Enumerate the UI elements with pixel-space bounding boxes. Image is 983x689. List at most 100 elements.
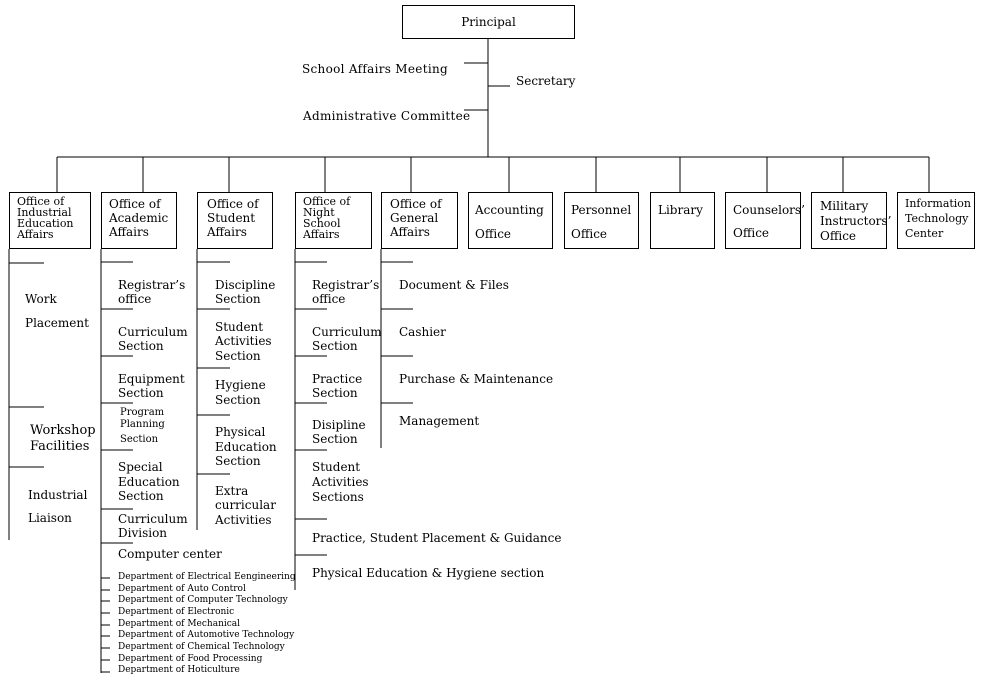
counselors-line1: Counselors’	[733, 203, 805, 217]
academic-curriculum-line1: Curriculum	[118, 325, 188, 339]
library: Library	[650, 192, 715, 249]
office-general-line1: Office of	[390, 197, 442, 211]
it-center-line2: Technology	[905, 212, 969, 225]
liaison-line1: Industrial	[28, 488, 88, 502]
accounting-line2: Office	[475, 227, 512, 241]
night-registrar-line1: Registrar’s	[312, 278, 380, 292]
office-night-line1: Office of	[303, 195, 351, 208]
military-line1: Military	[820, 199, 869, 213]
it-center-line1: Information	[905, 197, 972, 210]
academic-registrar-line1: Registrar’s	[118, 278, 186, 292]
night-discipline-line2: Section	[312, 432, 358, 444]
office-academic-affairs: Office of Academic Affairs	[101, 192, 177, 249]
academic-program-line2: Planning	[120, 419, 165, 430]
academic-computer-center: Computer center	[118, 547, 222, 561]
accounting-office: Accounting Office	[468, 192, 553, 249]
student-activities-line1: Student	[215, 320, 264, 334]
department-item: Department of Electronic	[118, 607, 235, 617]
academic-equipment-line1: Equipment	[118, 372, 185, 386]
office-night-line3: School	[303, 217, 341, 230]
principal-box: Principal	[402, 5, 575, 39]
office-industrial-line2: Industrial	[17, 206, 72, 219]
academic-curriculum-division-line2: Division	[118, 526, 168, 540]
administrative-committee: Administrative Committee	[303, 109, 471, 123]
accounting-line1: Accounting	[475, 203, 544, 217]
student-pe-line2: Education	[215, 440, 277, 454]
academic-equipment-line2: Section	[118, 386, 164, 400]
office-academic-line3: Affairs	[109, 225, 149, 239]
department-item: Department of Auto Control	[118, 584, 246, 594]
department-item: Department of Hoticulture	[118, 665, 240, 675]
department-item: Department of Computer Technology	[118, 595, 288, 605]
personnel-office: Personnel Office	[564, 192, 639, 249]
general-document-files: Document & Files	[399, 278, 509, 292]
principal-label: Principal	[461, 15, 516, 29]
academic-special-line2: Education	[118, 475, 180, 489]
night-activities-line2: Activities	[312, 475, 369, 489]
information-technology-center: Information Technology Center	[897, 192, 975, 249]
department-item: Department of Electrical Eengineering	[118, 572, 296, 582]
general-management: Management	[399, 414, 480, 428]
student-discipline-line2: Section	[215, 292, 261, 306]
night-activities-line3: Sections	[312, 490, 364, 504]
library-label: Library	[658, 203, 703, 217]
academic-special-line3: Section	[118, 489, 164, 503]
liaison-line2: Liaison	[28, 511, 72, 525]
department-item: Department of Mechanical	[118, 619, 241, 629]
school-affairs-meeting: School Affairs Meeting	[302, 62, 448, 76]
counselors-line2: Office	[733, 226, 770, 240]
office-night-school-affairs: Office of Night School Affairs	[295, 192, 372, 249]
office-industrial-education-affairs: Office of Industrial Education Affairs	[9, 192, 91, 249]
student-hygiene-line2: Section	[215, 393, 261, 407]
night-curriculum-line2: Section	[312, 339, 358, 353]
secretary: Secretary	[516, 74, 576, 88]
student-extra-line3: Activities	[215, 513, 272, 527]
office-industrial-line1: Office of	[17, 195, 65, 208]
personnel-line2: Office	[571, 227, 608, 241]
work-line1: Work	[25, 292, 57, 306]
night-placement: Practice, Student Placement & Guidance	[312, 531, 562, 545]
night-curriculum-line1: Curriculum	[312, 325, 382, 339]
student-activities-line3: Section	[215, 349, 261, 363]
department-item: Department of Automotive Technology	[118, 630, 295, 640]
night-practice-line1: Practice	[312, 372, 363, 386]
student-extra-line2: curricular	[215, 498, 276, 512]
office-night-line4: Affairs	[303, 228, 340, 241]
student-pe-line3: Section	[215, 454, 261, 468]
military-line2: Instructors’	[820, 214, 892, 228]
academic-curriculum-line2: Section	[118, 339, 164, 353]
office-general-line3: Affairs	[390, 225, 430, 239]
office-academic-line1: Office of	[109, 197, 161, 211]
office-night-line2: Night	[303, 206, 335, 219]
night-registrar-line2: office	[312, 292, 346, 306]
workshop-line1: Workshop	[30, 423, 96, 438]
academic-program-line1: Program	[120, 407, 165, 418]
office-student-affairs: Office of Student Affairs	[197, 192, 273, 249]
student-hygiene-line1: Hygiene	[215, 378, 266, 392]
general-purchase-maintenance: Purchase & Maintenance	[399, 372, 554, 386]
military-instructors-office: Military Instructors’ Office	[811, 192, 891, 249]
night-practice-line2: Section	[312, 386, 358, 400]
personnel-line1: Personnel	[571, 203, 632, 217]
office-student-line2: Student	[207, 211, 256, 225]
night-activities-line1: Student	[312, 460, 361, 474]
office-student-line1: Office of	[207, 197, 259, 211]
student-extra-line1: Extra	[215, 484, 249, 498]
office-general-line2: General	[390, 211, 439, 225]
it-center-line3: Center	[905, 227, 944, 240]
night-discipline-line1: Disipline	[312, 418, 366, 432]
office-industrial-line3: Education	[17, 217, 74, 230]
work-line2: Placement	[25, 316, 89, 330]
department-item: Department of Food Processing	[118, 654, 263, 664]
academic-registrar-line2: office	[118, 292, 152, 306]
military-line3: Office	[820, 229, 857, 243]
department-item: Department of Chemical Technology	[118, 642, 285, 652]
night-pe-hygiene: Physical Education & Hygiene section	[312, 566, 545, 580]
office-general-affairs: Office of General Affairs	[381, 192, 458, 249]
academic-special-line1: Special	[118, 460, 163, 474]
general-cashier: Cashier	[399, 325, 446, 339]
student-discipline-line1: Discipline	[215, 278, 276, 292]
office-student-line3: Affairs	[207, 225, 247, 239]
